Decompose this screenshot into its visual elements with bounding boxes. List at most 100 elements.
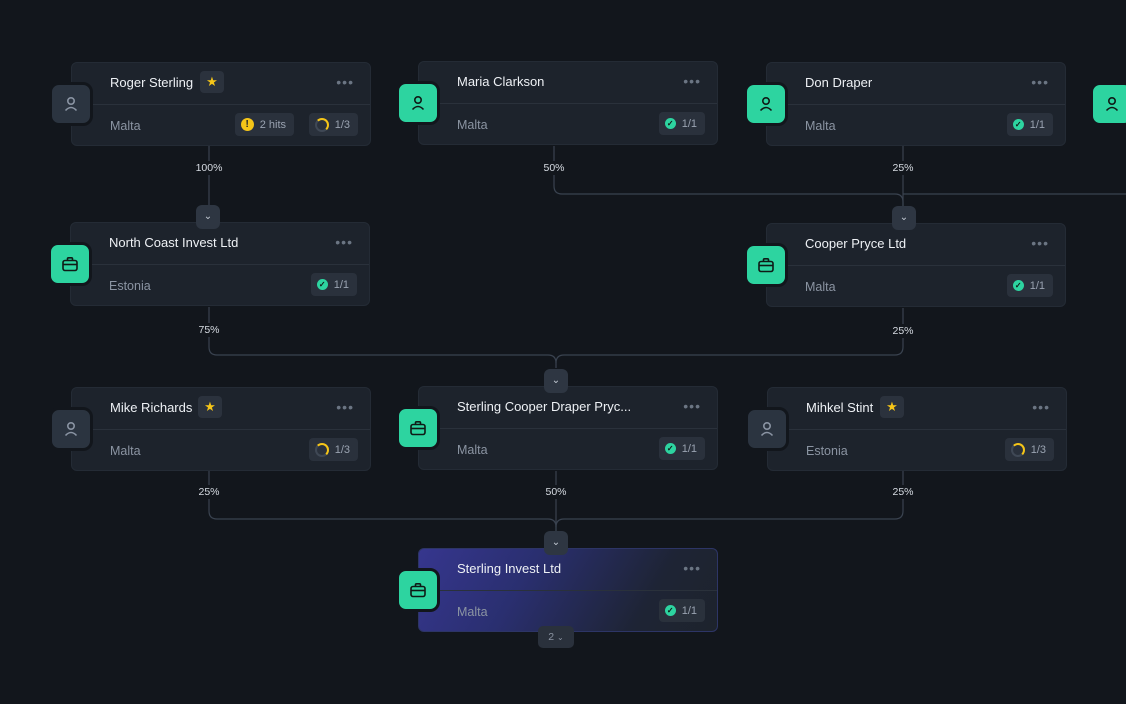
entity-location: Malta: [457, 605, 488, 619]
entity-avatar[interactable]: [745, 407, 789, 451]
progress-ring-icon: [314, 442, 329, 457]
check-circle-icon: ✓: [1012, 280, 1024, 291]
connector-northcoast-scdp: [208, 307, 557, 368]
share-label: 50%: [541, 161, 567, 175]
progress-badge[interactable]: ✓ 1/1: [310, 273, 357, 296]
more-dots-icon[interactable]: •••: [683, 560, 701, 576]
hits-label: 2 hits: [259, 118, 286, 131]
check-circle-icon: ✓: [664, 118, 676, 129]
more-dots-icon[interactable]: •••: [1032, 399, 1050, 415]
share-label: 25%: [890, 485, 916, 499]
check-circle-icon: ✓: [1012, 119, 1024, 130]
card-header: [72, 388, 370, 430]
connector-cooper-scdp: [555, 308, 904, 364]
entity-name: Maria Clarkson: [457, 74, 545, 89]
entity-card[interactable]: Maria Clarkson•••Malta✓1/1: [418, 61, 718, 145]
share-label: 100%: [193, 161, 225, 175]
user-icon: [64, 421, 78, 437]
more-dots-icon[interactable]: •••: [1031, 74, 1049, 90]
progress-label: 1/1: [681, 442, 697, 455]
chevron-down-icon[interactable]: ⌄: [544, 531, 568, 555]
star-icon[interactable]: ★: [200, 71, 224, 93]
briefcase-icon: [62, 257, 78, 272]
entity-card[interactable]: Sterling Cooper Draper Pryc...•••Malta✓1…: [418, 386, 718, 470]
progress-badge[interactable]: 1/3: [308, 438, 358, 461]
progress-badge[interactable]: ✓ 1/1: [1006, 113, 1053, 136]
share-label: 25%: [890, 161, 916, 175]
entity-card[interactable]: Sterling Invest Ltd ••• Malta ✓1/1: [418, 548, 718, 632]
more-dots-icon[interactable]: •••: [336, 74, 354, 90]
more-dots-icon[interactable]: •••: [335, 234, 353, 250]
more-dots-icon[interactable]: •••: [336, 399, 354, 415]
entity-avatar[interactable]: [396, 568, 440, 612]
connector-mihkel-sterlinginvest: [555, 471, 904, 528]
entity-card[interactable]: Mihkel Stint ★ ••• Estonia 1/3: [767, 387, 1067, 471]
progress-badge[interactable]: 1/3: [308, 113, 358, 136]
entity-location: Estonia: [109, 279, 151, 293]
more-dots-icon[interactable]: •••: [1031, 235, 1049, 251]
progress-label: 1/1: [333, 278, 349, 291]
share-label: 25%: [890, 324, 916, 338]
entity-avatar[interactable]: [744, 82, 788, 126]
star-icon[interactable]: ★: [198, 396, 222, 418]
progress-label: 1/1: [1029, 279, 1045, 292]
progress-badge[interactable]: ✓1/1: [658, 599, 705, 622]
progress-badge[interactable]: ✓ 1/1: [1006, 274, 1053, 297]
progress-ring-icon: [1010, 442, 1025, 457]
entity-card[interactable]: Cooper Pryce Ltd•••Malta✓1/1: [766, 223, 1066, 307]
entity-avatar[interactable]: [396, 406, 440, 450]
chevron-down-icon[interactable]: ⌄: [196, 205, 220, 229]
star-icon[interactable]: ★: [880, 396, 904, 418]
progress-badge[interactable]: ✓1/1: [658, 112, 705, 135]
entity-avatar[interactable]: [49, 407, 93, 451]
pagination-dropdown[interactable]: 2 ⌄: [538, 626, 574, 648]
connector-maria-cooper: [553, 146, 904, 207]
more-dots-icon[interactable]: •••: [683, 398, 701, 414]
check-circle-icon: ✓: [316, 279, 328, 290]
chevron-down-icon[interactable]: ⌄: [892, 206, 916, 230]
offscreen-person-avatar[interactable]: [1090, 82, 1126, 126]
entity-name: Cooper Pryce Ltd: [805, 236, 907, 251]
card-header: [71, 223, 369, 265]
entity-avatar[interactable]: [396, 81, 440, 125]
card-header: [767, 63, 1065, 105]
entity-name: North Coast Invest Ltd: [109, 235, 239, 250]
entity-name: Mike Richards: [110, 400, 193, 415]
chevron-down-icon[interactable]: ⌄: [544, 369, 568, 393]
pager-value: 2: [548, 631, 555, 643]
entity-location: Estonia: [806, 444, 848, 458]
card-header: [419, 387, 717, 429]
entity-avatar[interactable]: [744, 243, 788, 287]
user-icon: [1105, 96, 1119, 112]
progress-label: 1/3: [334, 443, 350, 456]
share-label: 75%: [196, 323, 222, 337]
progress-ring-icon: [314, 117, 329, 132]
entity-location: Malta: [805, 119, 836, 133]
entity-card[interactable]: Don Draper•••Malta✓1/1: [766, 62, 1066, 146]
hits-badge[interactable]: ! 2 hits: [234, 113, 294, 136]
warning-icon: !: [240, 118, 254, 131]
entity-name: Sterling Invest Ltd: [457, 561, 562, 576]
card-header: [419, 549, 717, 591]
progress-badge[interactable]: 1/3: [1004, 438, 1054, 461]
progress-label: 1/1: [1029, 118, 1045, 131]
entity-avatar[interactable]: [48, 242, 92, 286]
briefcase-icon: [410, 583, 426, 598]
entity-card[interactable]: North Coast Invest Ltd ••• Estonia ✓ 1/1: [70, 222, 370, 306]
share-label: 50%: [543, 485, 569, 499]
briefcase-icon: [410, 421, 426, 436]
card-header: [72, 63, 370, 105]
check-circle-icon: ✓: [664, 443, 676, 454]
share-label: 25%: [196, 485, 222, 499]
entity-name: Mihkel Stint: [806, 400, 874, 415]
progress-label: 1/3: [334, 118, 350, 131]
progress-badge[interactable]: ✓ 1/1: [658, 437, 705, 460]
progress-label: 1/3: [1030, 443, 1046, 456]
entity-avatar[interactable]: [49, 82, 93, 126]
more-dots-icon[interactable]: •••: [683, 73, 701, 89]
entity-location: Malta: [457, 443, 488, 457]
